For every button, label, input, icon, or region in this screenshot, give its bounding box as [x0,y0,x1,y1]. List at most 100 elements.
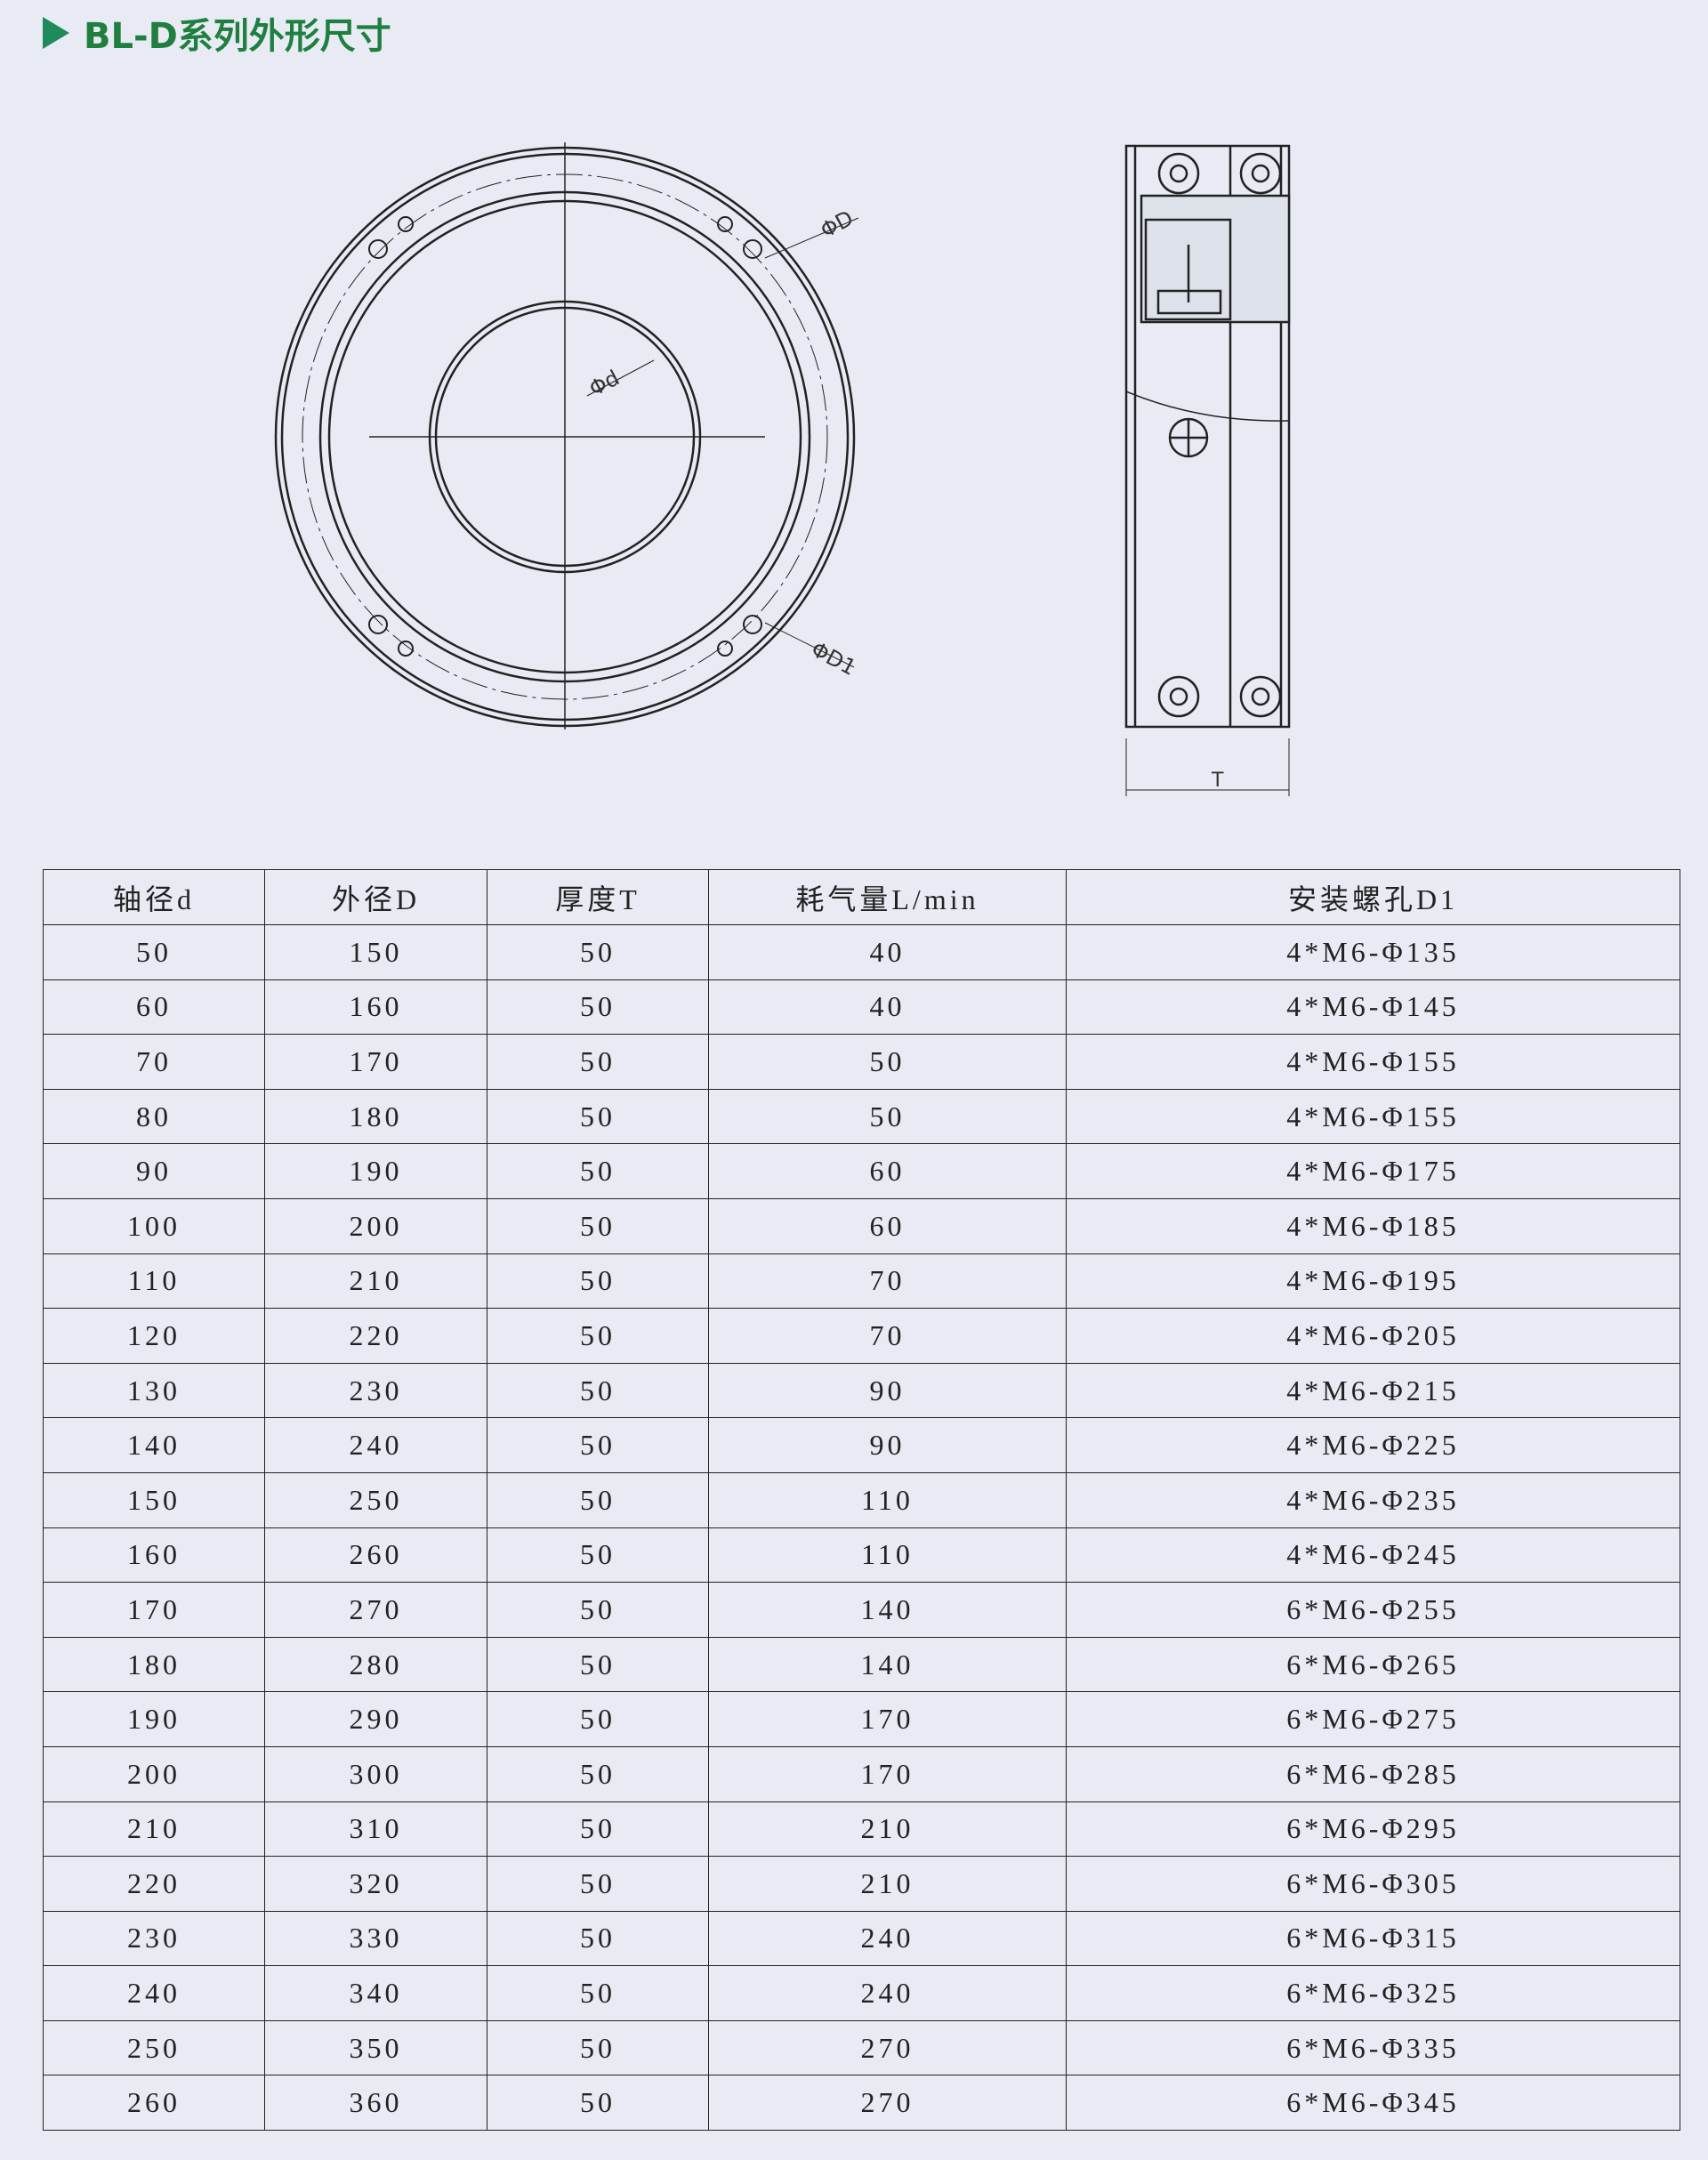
table-cell: 50 [487,1088,709,1145]
table-cell: 110 [708,1527,1067,1584]
table-cell: 6*M6-Φ315 [1066,1910,1680,1967]
section-title: BL-D系列外形尺寸 [43,7,391,59]
table-cell: 310 [264,1801,487,1858]
table-cell: 90 [43,1143,265,1199]
table-cell: 4*M6-Φ225 [1066,1417,1680,1473]
table-cell: 230 [43,1910,265,1967]
table-cell: 110 [708,1471,1067,1528]
table-cell: 6*M6-Φ345 [1066,2075,1680,2132]
table-cell: 4*M6-Φ145 [1066,979,1680,1036]
table-cell: 210 [43,1801,265,1858]
table-cell: 150 [264,924,487,980]
table-cell: 240 [708,1965,1067,2021]
dim-label-D1: ΦD1 [807,637,860,681]
table-cell: 50 [487,1253,709,1310]
dim-label-d: Φd [585,366,624,402]
table-cell: 150 [43,1471,265,1528]
table-cell: 70 [43,1034,265,1090]
table-cell: 170 [708,1691,1067,1747]
table-cell: 80 [43,1088,265,1145]
table-cell: 50 [43,924,265,980]
table-cell: 40 [708,924,1067,980]
table-cell: 270 [708,2019,1067,2076]
column-header: 安装螺孔D1 [1066,869,1680,925]
table-cell: 140 [708,1636,1067,1693]
table-cell: 6*M6-Φ255 [1066,1582,1680,1638]
table-cell: 290 [264,1691,487,1747]
table-cell: 6*M6-Φ265 [1066,1636,1680,1693]
table-cell: 180 [43,1636,265,1693]
table-cell: 50 [487,1471,709,1528]
table-cell: 60 [708,1143,1067,1199]
table-cell: 270 [708,2075,1067,2132]
triangle-bullet-icon [43,17,69,49]
table-cell: 4*M6-Φ185 [1066,1197,1680,1254]
table-cell: 50 [708,1034,1067,1090]
table-cell: 140 [43,1417,265,1473]
table-cell: 190 [43,1691,265,1747]
table-cell: 120 [43,1308,265,1364]
table-cell: 140 [708,1582,1067,1638]
table-cell: 4*M6-Φ135 [1066,924,1680,980]
table-cell: 4*M6-Φ245 [1066,1527,1680,1584]
table-cell: 50 [487,979,709,1036]
table-cell: 50 [487,1362,709,1419]
table-cell: 230 [264,1362,487,1419]
side-view [1124,144,1291,796]
table-cell: 4*M6-Φ195 [1066,1253,1680,1310]
column-header: 耗气量L/min [708,869,1067,925]
table-cell: 50 [487,1143,709,1199]
section-title-text: BL-D系列外形尺寸 [84,16,391,57]
table-cell: 170 [43,1582,265,1638]
table-cell: 240 [43,1965,265,2021]
table-cell: 50 [487,1527,709,1584]
table-cell: 220 [43,1856,265,1912]
table-cell: 170 [264,1034,487,1090]
table-cell: 70 [708,1308,1067,1364]
table-cell: 6*M6-Φ325 [1066,1965,1680,2021]
table-cell: 50 [487,1856,709,1912]
table-cell: 220 [264,1308,487,1364]
table-cell: 130 [43,1362,265,1419]
table-cell: 200 [43,1745,265,1802]
column-header: 轴径d [43,869,265,925]
table-cell: 4*M6-Φ215 [1066,1362,1680,1419]
table-cell: 100 [43,1197,265,1254]
table-cell: 60 [708,1197,1067,1254]
table-cell: 4*M6-Φ155 [1066,1088,1680,1145]
table-cell: 110 [43,1253,265,1310]
table-cell: 50 [487,2019,709,2076]
table-cell: 50 [487,1197,709,1254]
table-cell: 90 [708,1417,1067,1473]
table-cell: 270 [264,1582,487,1638]
table-cell: 4*M6-Φ205 [1066,1308,1680,1364]
table-cell: 300 [264,1745,487,1802]
table-cell: 6*M6-Φ275 [1066,1691,1680,1747]
table-cell: 50 [487,1417,709,1473]
table-cell: 250 [264,1471,487,1528]
table-cell: 4*M6-Φ155 [1066,1034,1680,1090]
table-cell: 210 [264,1253,487,1310]
table-cell: 180 [264,1088,487,1145]
table-cell: 320 [264,1856,487,1912]
table-cell: 50 [487,2075,709,2132]
table-cell: 4*M6-Φ175 [1066,1143,1680,1199]
column-header: 外径D [264,869,487,925]
table-cell: 360 [264,2075,487,2132]
front-view [274,142,859,729]
